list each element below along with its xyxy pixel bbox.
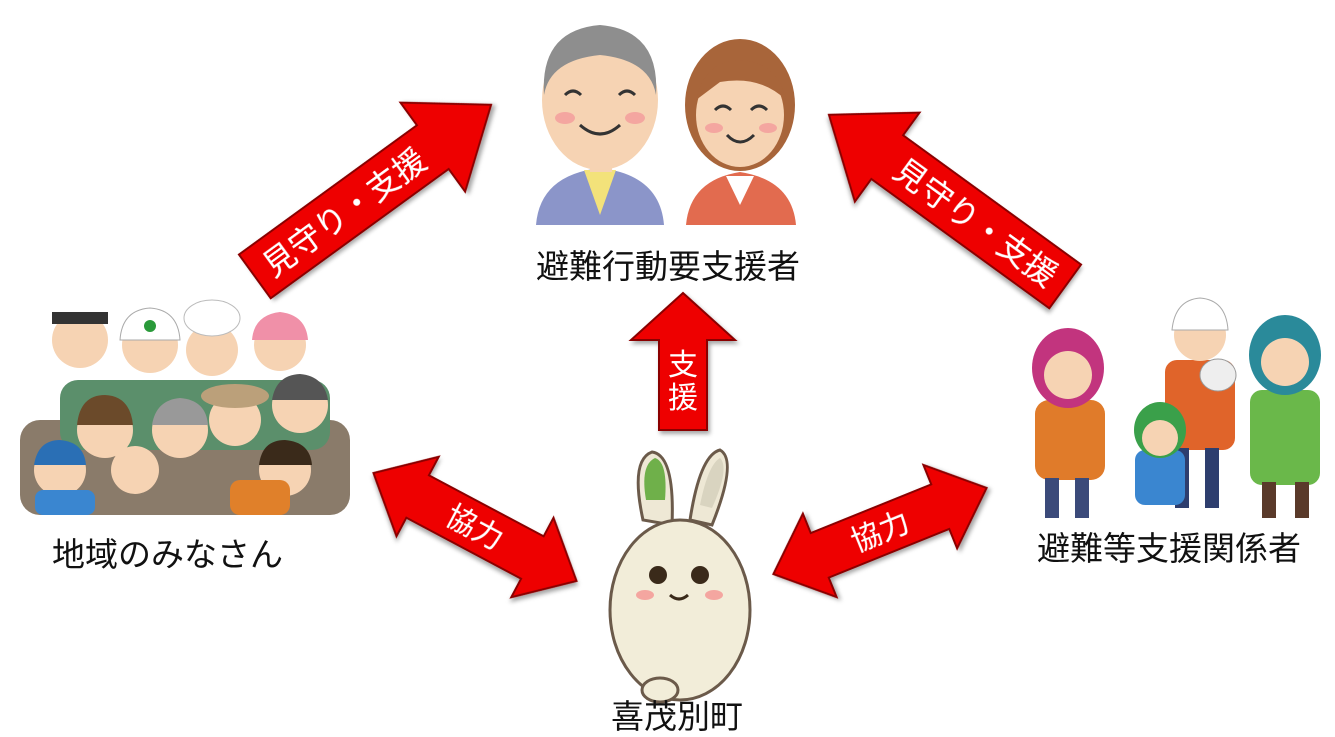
node-label-top: 避難行動要支援者 [536,247,800,286]
support-arrow-char-2: 援 [668,381,698,416]
town-mascot-illustration [608,448,752,704]
support-arrow-char-1: 支 [668,348,698,383]
evacuation-supporters-illustration [1032,297,1321,518]
watch-support-arrow-left: 見守り・支援 [237,101,493,300]
community-crowd-illustration [20,299,350,515]
watch-support-arrow-right: 見守り・支援 [827,111,1083,310]
node-label-bottom: 喜茂別町 [611,697,743,736]
node-label-right: 避難等支援関係者 [1037,529,1301,568]
support-arrow-up: 支 援 [628,291,738,431]
watch-support-label-left: 見守り・支援 [256,141,434,285]
node-label-left: 地域のみなさん [52,535,283,574]
watch-support-label-right: 見守り・支援 [887,151,1065,295]
elderly-couple-illustration [536,25,796,225]
cooperation-arrow-right: 協力 [771,463,989,599]
cooperation-arrow-left: 協力 [372,455,578,599]
